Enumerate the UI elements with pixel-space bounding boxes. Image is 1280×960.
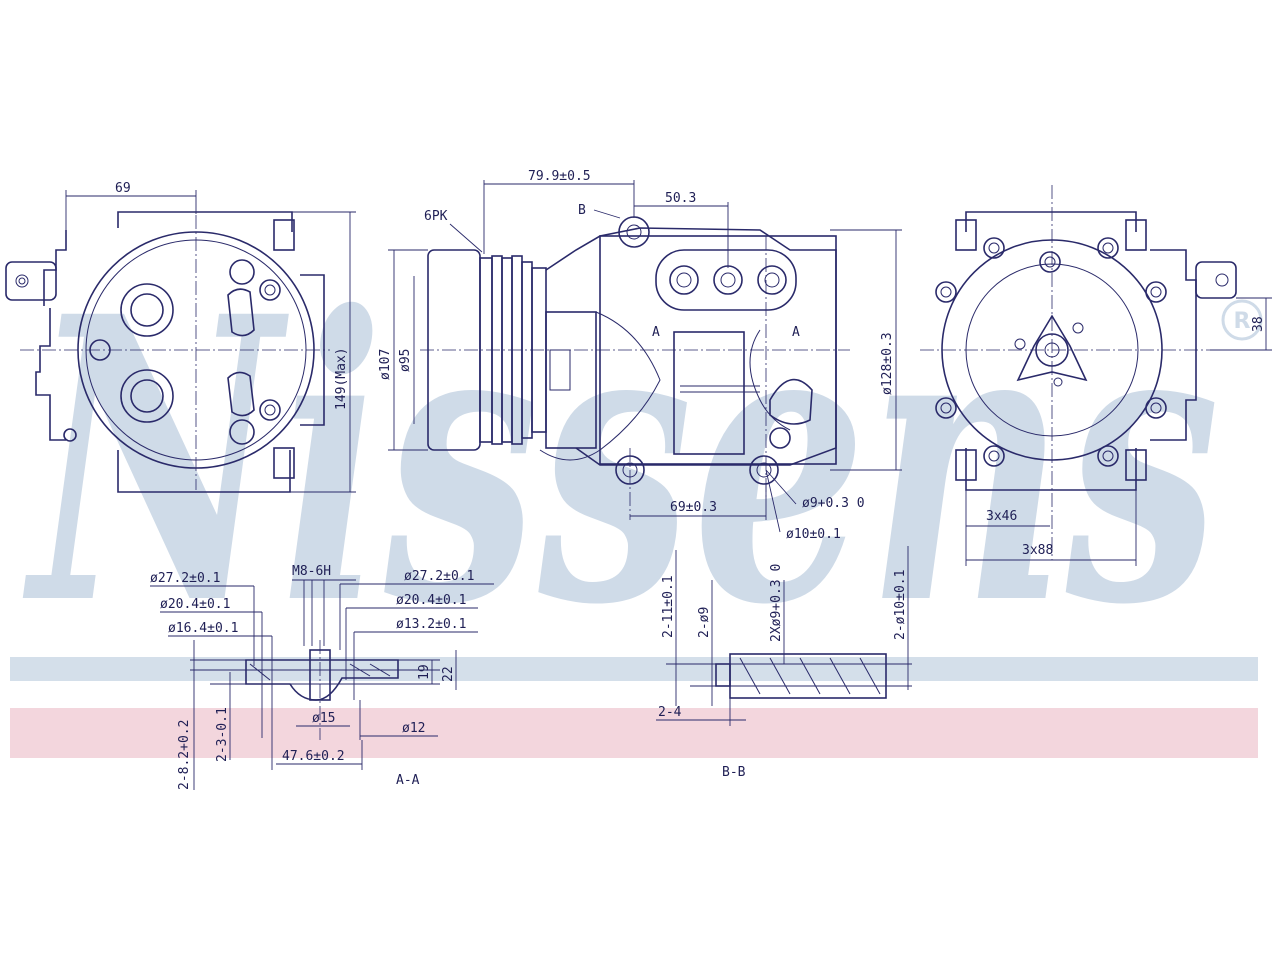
watermark-brand: Nissens [21,232,1220,690]
watermark-band-blue [10,657,1258,681]
side-offset-dim: 79.9±0.5 [528,169,591,184]
front-width-dim: 69 [115,181,131,196]
aa-width-dim: 47.6±0.2 [282,749,345,764]
aa-right-label-3: ø13.2±0.1 [396,617,466,632]
aa-left-label-3: ø16.4±0.1 [168,621,238,636]
aa-title: A-A [396,773,420,788]
section-bb: 2-11±0.1 2-ø9 2Xø9+0.3 0 2-ø10±0.1 2-4 B… [656,546,912,780]
rear-view: 38 3x46 3x88 [920,185,1272,566]
section-a-marker-left: A [652,325,660,340]
aa-depth-22: 22 [441,666,456,682]
aa-right-label-2: ø20.4±0.1 [396,593,466,608]
body-dia: ø128±0.3 [880,332,895,395]
rear-small-dim: 3x46 [986,509,1017,524]
watermark-band-red [10,708,1258,758]
section-b-marker: B [578,203,586,218]
section-aa: ø27.2±0.1 ø20.4±0.1 ø16.4±0.1 M8-6H ø27.… [150,564,494,790]
aa-left-label-1: ø27.2±0.1 [150,571,220,586]
bb-v4: 2-ø10±0.1 [893,570,908,640]
hole-dia-dim: ø9+0.3 0 [802,496,865,511]
bb-h1: 2-4 [658,705,682,720]
bb-v1: 2-11±0.1 [661,575,676,638]
aa-vert-left: 2-8.2+0.2 [177,720,192,790]
side-port-dim: 50.3 [665,191,696,206]
aa-depth-19: 19 [417,664,432,680]
registered-mark: R [1234,309,1251,334]
hole-dia2-dim: ø10±0.1 [786,527,841,542]
mount-spacing-dim: 69±0.3 [670,500,717,515]
bb-title: B-B [722,765,746,780]
registered-mark-circle [1221,299,1263,341]
watermark: Nissens R [10,232,1263,758]
pulley-inner-dia: ø95 [398,349,413,372]
aa-right-label-1: ø27.2±0.1 [404,569,474,584]
aa-bore-12: ø12 [402,721,425,736]
belt-label: 6PK [424,209,448,224]
section-a-marker-right: A [792,325,800,340]
aa-bore-15: ø15 [312,711,335,726]
rear-large-dim: 3x88 [1022,543,1053,558]
bb-v3: 2Xø9+0.3 0 [769,564,784,642]
front-view: 69 149(Max) [5,181,356,493]
side-view: 79.9±0.5 50.3 B A A 6PK ø107 ø95 ø128±0.… [378,169,902,542]
aa-thread: M8-6H [292,564,331,579]
rear-height-dim: 38 [1251,316,1266,332]
aa-left-label-2: ø20.4±0.1 [160,597,230,612]
aa-vert-mid: 2-3-0.1 [215,707,230,762]
bb-v2: 2-ø9 [697,607,712,638]
front-height-dim: 149(Max) [334,347,349,410]
pulley-outer-dia: ø107 [378,349,393,380]
